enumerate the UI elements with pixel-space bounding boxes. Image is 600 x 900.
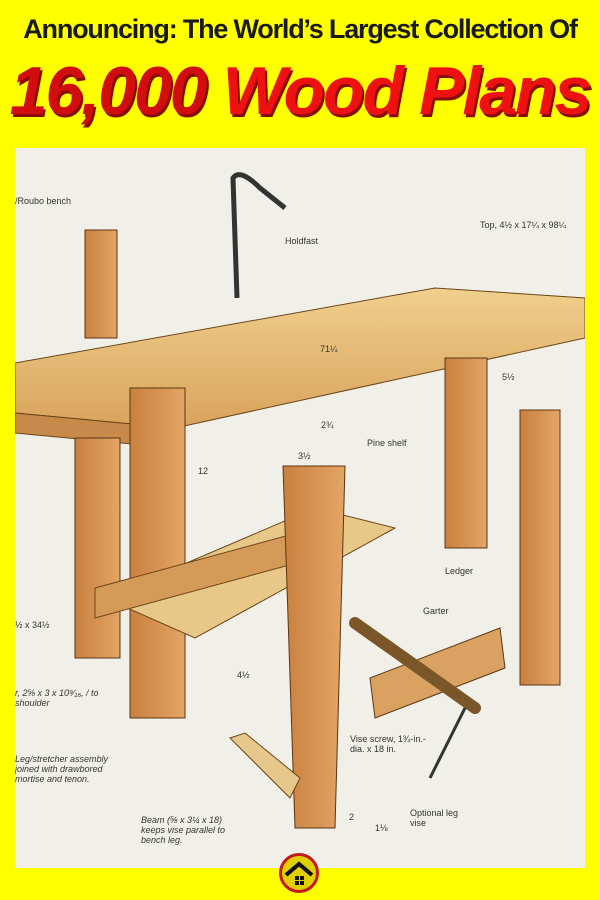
label-holdfast: Holdfast: [285, 236, 319, 246]
leg: [74, 437, 121, 659]
label-assembly: Leg/stretcher assembly joined with drawb…: [15, 754, 109, 784]
label-2: 2: [349, 812, 355, 822]
house-icon: [284, 861, 314, 885]
label-top: Top, 4½ x 17¼ x 98¼: [480, 220, 567, 230]
label-bench-name: /Roubo bench: [15, 196, 72, 206]
label-tenon: r, 2⅝ x 3 x 10⁹⁄₁₆, / to shoulder: [15, 688, 99, 708]
front-leg: [282, 465, 346, 829]
label-garter: Garter: [423, 606, 449, 616]
label-1-125: 1⅛: [375, 823, 388, 833]
dog-block: [84, 229, 118, 339]
vise-chop: [519, 409, 561, 686]
headline: Announcing: The World’s Largest Collecti…: [23, 14, 578, 44]
product-name: Wood Plans: [222, 53, 593, 129]
holdfast: [230, 172, 287, 299]
beam: [229, 732, 301, 799]
label-leg-vise: Optional leg vise: [410, 808, 459, 828]
big-title: 16,000 Wood Plans: [0, 52, 600, 130]
plan-count: 16,000: [9, 53, 208, 129]
label-stretcher: ½ x 34½: [15, 620, 50, 630]
label-ledger: Ledger: [445, 566, 474, 576]
leg: [444, 357, 488, 549]
label-length: 71¼: [320, 344, 338, 354]
site-logo[interactable]: [279, 853, 319, 893]
label-beam: Beam (⅝ x 3¼ x 18) keeps vise parallel t…: [141, 815, 226, 845]
label-pine-shelf: Pine shelf: [367, 438, 407, 448]
label-12: 12: [198, 466, 209, 476]
vise-jaw: [369, 627, 506, 719]
workbench-drawing: [15, 172, 585, 829]
label-4-5: 4½: [237, 670, 250, 680]
label-5-5: 5½: [502, 372, 515, 382]
label-vise-screw: Vise screw, 1¾-in.-dia. x 18 in.: [350, 734, 426, 754]
workbench-illustration: /Roubo bench Holdfast Top, 4½ x 17¼ x 98…: [15, 148, 585, 868]
label-3-5: 3½: [298, 451, 311, 461]
vise-screw: [349, 617, 481, 714]
label-2-75: 2¾: [321, 420, 334, 430]
leg: [129, 387, 186, 719]
